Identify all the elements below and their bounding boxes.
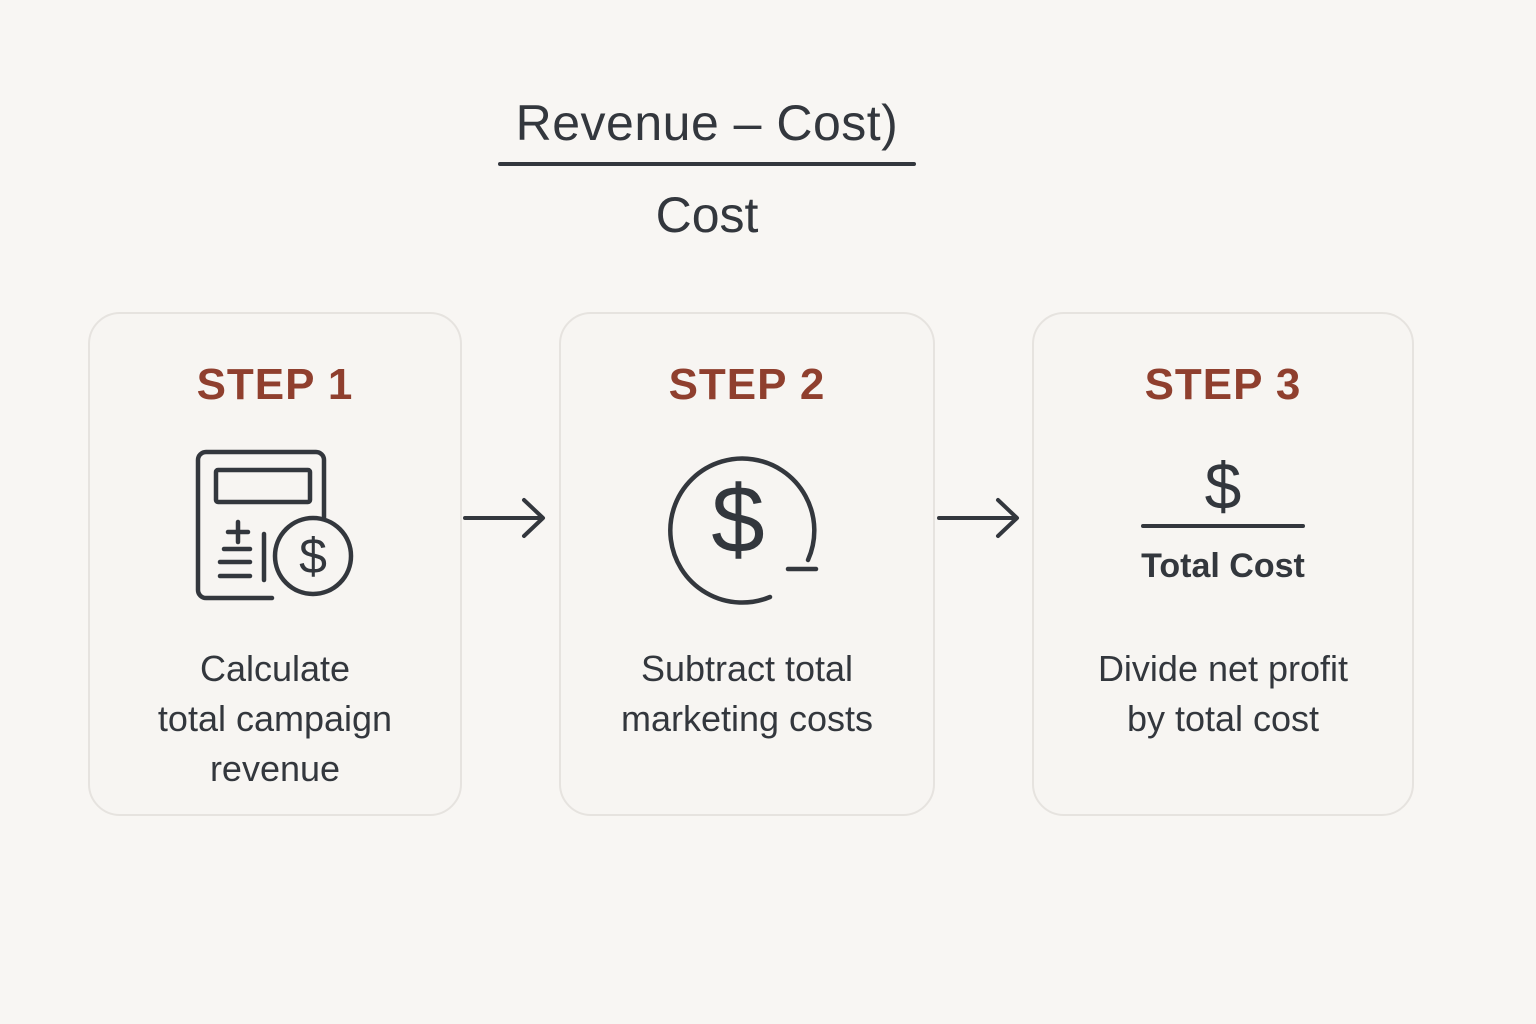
step-title: STEP 1: [196, 360, 354, 409]
step-card-1: STEP 1 $ Calculate total campaign revenu…: [88, 312, 462, 816]
arrow-right-icon: [936, 496, 1022, 545]
step-description: Calculate total campaign revenue: [157, 648, 393, 789]
formula-fraction-bar: [498, 162, 916, 166]
step-title: STEP 2: [668, 360, 826, 409]
step-card-3: STEP 3 $ Total Cost Divide net profit by…: [1032, 312, 1414, 816]
step-description: Subtract total marketing costs: [620, 648, 874, 739]
arrow-right-icon: [462, 496, 548, 545]
formula-denominator: Cost: [655, 187, 759, 243]
roi-formula: Revenue – Cost) Cost: [498, 88, 916, 250]
icon-fraction-bar: [1141, 524, 1305, 528]
icon-numerator: $: [1204, 449, 1242, 523]
step-title: STEP 3: [1144, 360, 1302, 409]
dollar-over-total-cost-icon: $ Total Cost: [1138, 448, 1308, 586]
dollar-minus-icon: $: [662, 448, 832, 613]
formula-numerator: Revenue – Cost): [515, 95, 899, 151]
step-card-2: STEP 2 $ Subtract total marketing costs: [559, 312, 935, 816]
svg-text:$: $: [711, 466, 764, 573]
svg-text:$: $: [299, 528, 327, 584]
step-description: Divide net profit by total cost: [1097, 648, 1349, 739]
calculator-dollar-icon: $: [190, 448, 360, 613]
icon-denominator: Total Cost: [1141, 547, 1305, 585]
